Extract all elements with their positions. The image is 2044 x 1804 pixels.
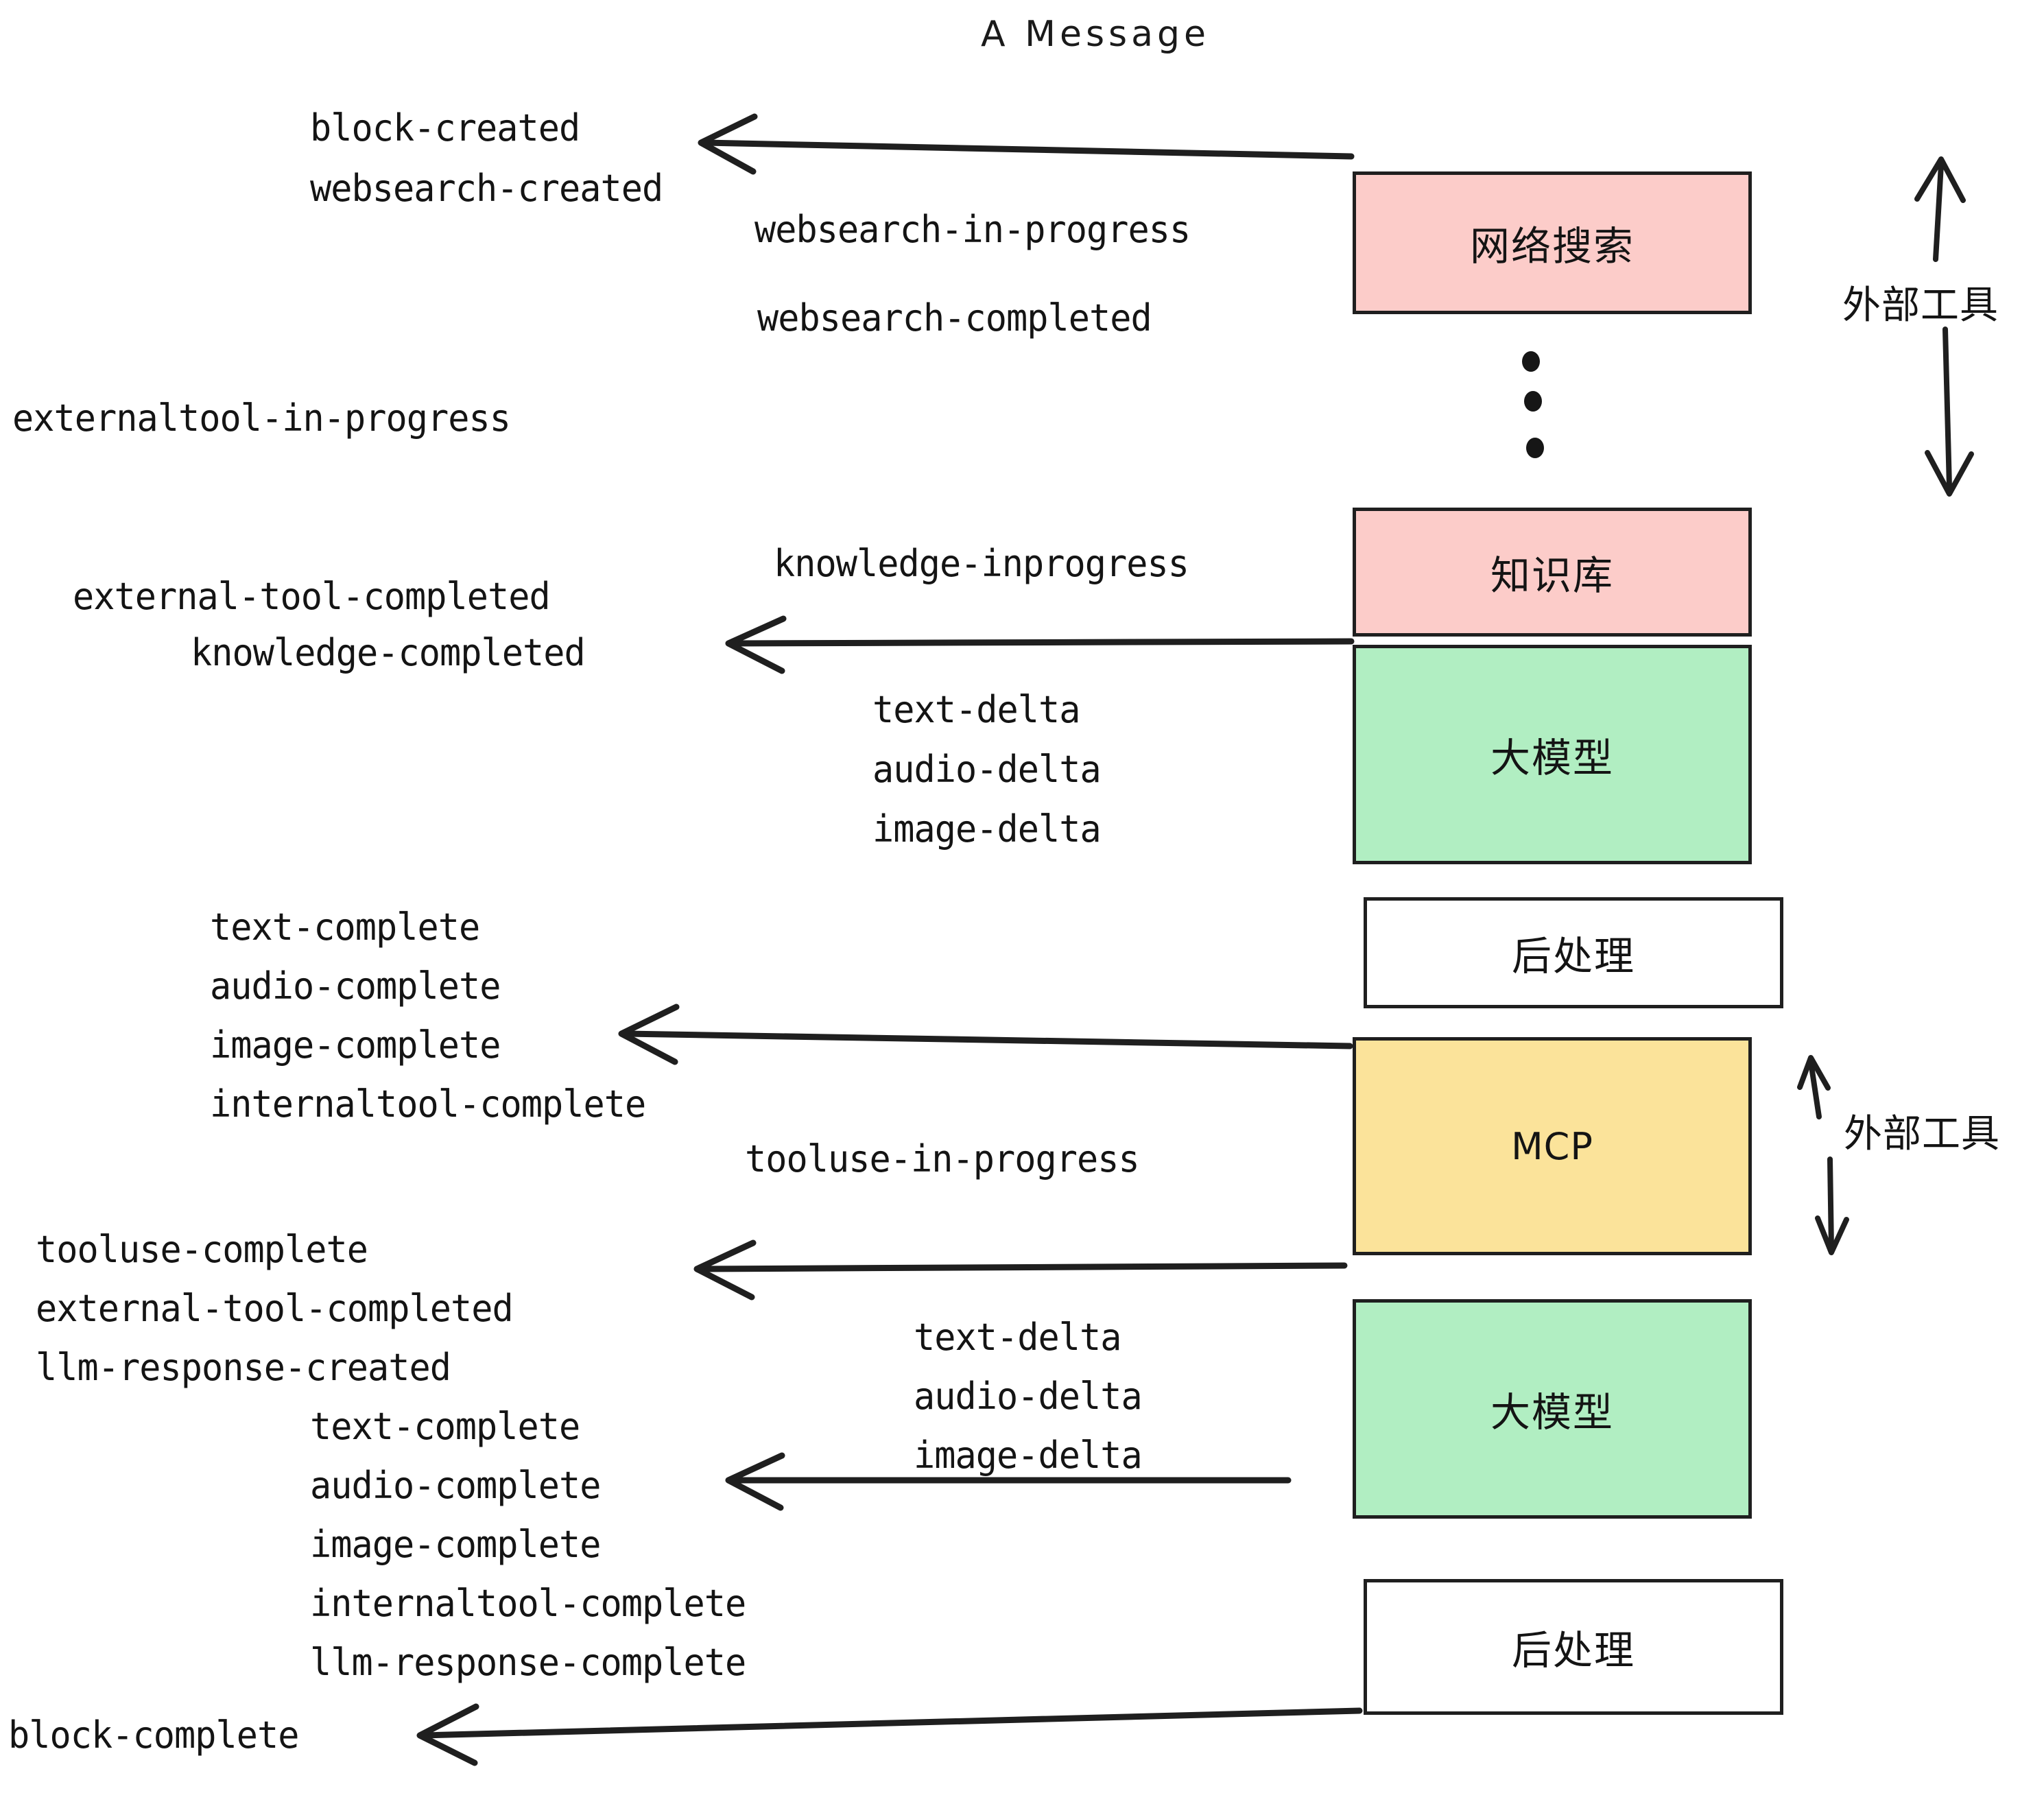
external-tool-arrow-bottom <box>1797 1055 1849 1255</box>
event-label-text-complete-1: text-complete <box>210 905 480 949</box>
event-label-websearch-created: websearch-created <box>310 167 663 210</box>
node-websearch-label: 网络搜索 <box>1469 223 1635 270</box>
event-label-audio-complete-2: audio-complete <box>310 1464 601 1507</box>
event-label-image-complete-1: image-complete <box>210 1023 501 1067</box>
event-label-llm-response-complete: llm-response-complete <box>310 1641 746 1684</box>
event-label-text-complete-2: text-complete <box>310 1405 580 1448</box>
event-label-external-tool-completed-2: external-tool-completed <box>36 1287 514 1330</box>
side-label-external-tool-top: 外部工具 <box>1842 283 1999 328</box>
event-label-text-delta-2: text-delta <box>914 1316 1121 1359</box>
arrow-knowledge-to-events <box>725 615 1355 674</box>
event-label-externaltool-in-progress: externaltool-in-progress <box>12 396 511 440</box>
event-label-image-delta-2: image-delta <box>914 1434 1143 1477</box>
ellipsis-dot-2 <box>1524 391 1542 412</box>
ellipsis-dot-3 <box>1526 438 1544 458</box>
event-label-websearch-in-progress: websearch-in-progress <box>754 208 1191 251</box>
event-label-audio-delta-2: audio-delta <box>914 1375 1143 1418</box>
node-knowledge-label: 知识库 <box>1490 552 1614 599</box>
event-label-image-delta-1: image-delta <box>872 807 1102 851</box>
event-label-tooluse-in-progress: tooluse-in-progress <box>745 1137 1140 1180</box>
event-label-image-complete-2: image-complete <box>310 1523 601 1566</box>
event-label-block-created: block-created <box>310 106 580 150</box>
node-llm-bottom-label: 大模型 <box>1490 1389 1614 1436</box>
node-mcp-label: MCP <box>1511 1124 1593 1168</box>
event-label-audio-delta-1: audio-delta <box>872 748 1102 791</box>
arrow-websearch-to-events <box>698 113 1355 175</box>
event-label-audio-complete-1: audio-complete <box>210 964 501 1008</box>
node-knowledge[interactable]: 知识库 <box>1353 508 1752 637</box>
node-postprocess-bottom-label: 后处理 <box>1511 1627 1635 1674</box>
node-llm-bottom[interactable]: 大模型 <box>1353 1299 1752 1519</box>
arrow-mcp-to-events <box>618 1004 1353 1065</box>
side-label-external-tool-bottom: 外部工具 <box>1844 1112 2000 1156</box>
node-mcp[interactable]: MCP <box>1353 1037 1752 1255</box>
event-label-external-tool-completed-1: external-tool-completed <box>73 575 551 618</box>
node-postprocess-bottom[interactable]: 后处理 <box>1364 1579 1783 1715</box>
node-postprocess-top-label: 后处理 <box>1511 933 1635 980</box>
node-websearch[interactable]: 网络搜索 <box>1353 171 1752 314</box>
arrow-postprocess-to-block-complete <box>416 1703 1363 1766</box>
ellipsis-dot-1 <box>1522 351 1540 372</box>
event-label-knowledge-inprogress: knowledge-inprogress <box>774 542 1189 585</box>
node-llm-top-label: 大模型 <box>1490 735 1614 781</box>
event-label-knowledge-completed: knowledge-completed <box>191 631 586 674</box>
event-label-block-complete: block-complete <box>8 1713 299 1757</box>
event-label-internaltool-complete-1: internaltool-complete <box>210 1082 646 1126</box>
event-label-llm-response-created: llm-response-created <box>36 1346 451 1389</box>
event-label-websearch-completed: websearch-completed <box>757 296 1152 340</box>
node-postprocess-top[interactable]: 后处理 <box>1364 897 1783 1008</box>
event-label-text-delta-1: text-delta <box>872 688 1080 731</box>
event-label-tooluse-complete: tooluse-complete <box>36 1228 368 1271</box>
arrow-mcp-complete-to-events <box>693 1239 1348 1301</box>
node-llm-top[interactable]: 大模型 <box>1353 645 1752 864</box>
page-title: A Message <box>981 14 1211 55</box>
event-label-internaltool-complete-2: internaltool-complete <box>310 1582 746 1625</box>
